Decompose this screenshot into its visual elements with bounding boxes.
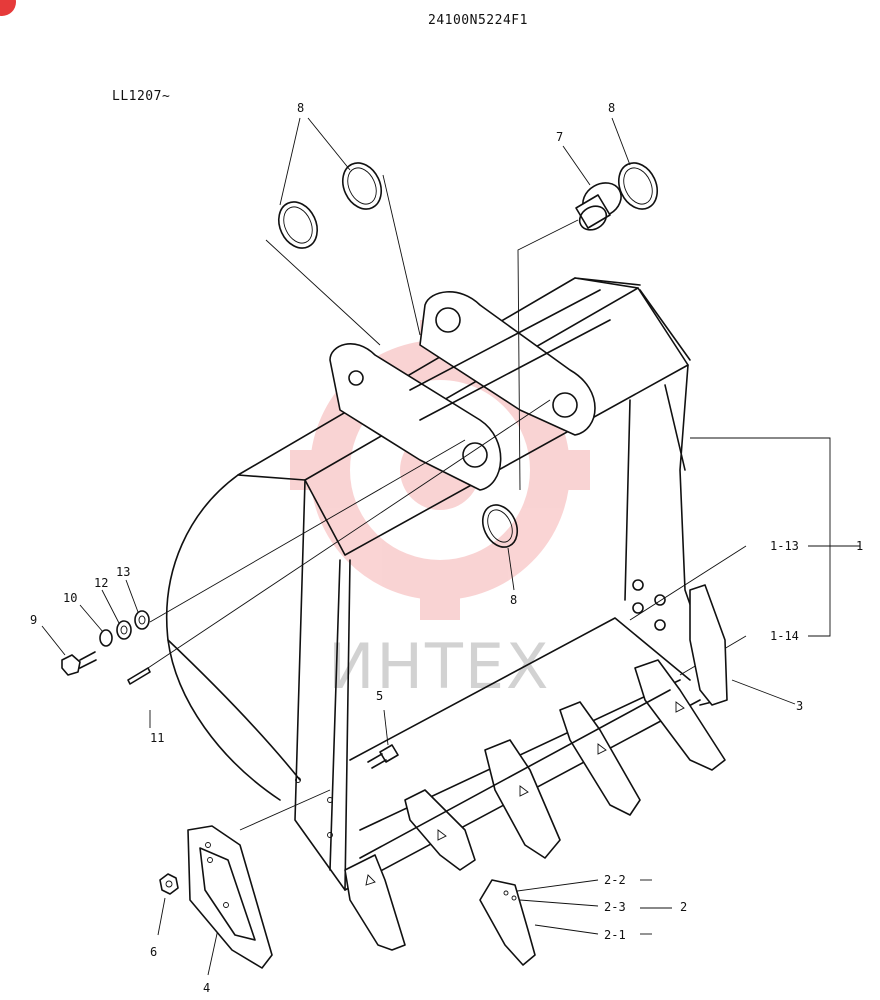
tooth-2-exploded	[479, 879, 536, 966]
bushing-7	[575, 182, 622, 231]
callout-12: 12	[94, 576, 108, 590]
side-shroud-3	[689, 584, 728, 706]
tooth-1	[344, 854, 406, 951]
adapter-bar	[359, 689, 671, 859]
o-ring-8-a	[277, 201, 319, 249]
nut-6	[159, 873, 179, 895]
callout-10: 10	[63, 591, 77, 605]
callout-1: 1	[856, 539, 863, 553]
callout-1-14: 1-14	[770, 629, 799, 643]
callout-2: 2	[680, 900, 687, 914]
tooth-2	[404, 789, 476, 871]
tooth-4	[559, 701, 641, 816]
callout-7: 7	[556, 130, 563, 144]
bolt-5	[367, 744, 399, 769]
bolt-9	[61, 651, 97, 676]
callout-8-left: 8	[297, 101, 304, 115]
drawing-code: 24100N5224F1	[428, 13, 528, 28]
callout-2-2: 2-2	[604, 873, 626, 887]
callout-8-bottom: 8	[510, 593, 517, 607]
callout-11: 11	[150, 731, 164, 745]
washer-12	[116, 620, 132, 640]
callout-2-3: 2-3	[604, 900, 626, 914]
callout-2-1: 2-1	[604, 928, 626, 942]
corner-badge	[0, 0, 16, 16]
callout-1-13: 1-13	[770, 539, 799, 553]
leader-lines	[41, 117, 860, 976]
spring-washer-10	[99, 629, 113, 647]
callout-6: 6	[150, 945, 157, 959]
side-cutter-4	[187, 825, 273, 969]
o-ring-8-c	[617, 162, 659, 210]
pin-11	[127, 667, 151, 685]
tooth-5	[634, 659, 726, 771]
washer-13	[134, 610, 150, 630]
callout-4: 4	[203, 981, 210, 995]
callout-13: 13	[116, 565, 130, 579]
callout-3: 3	[796, 699, 803, 713]
o-ring-8-d	[481, 504, 519, 548]
mounting-brackets	[329, 289, 611, 491]
watermark-text: ИНТЕХ	[328, 630, 551, 703]
serial-note: LL1207~	[112, 89, 170, 104]
callout-9: 9	[30, 613, 37, 627]
tooth-3	[484, 739, 561, 859]
callout-5: 5	[376, 689, 383, 703]
callout-8-right: 8	[608, 101, 615, 115]
o-ring-8-b	[341, 162, 383, 210]
